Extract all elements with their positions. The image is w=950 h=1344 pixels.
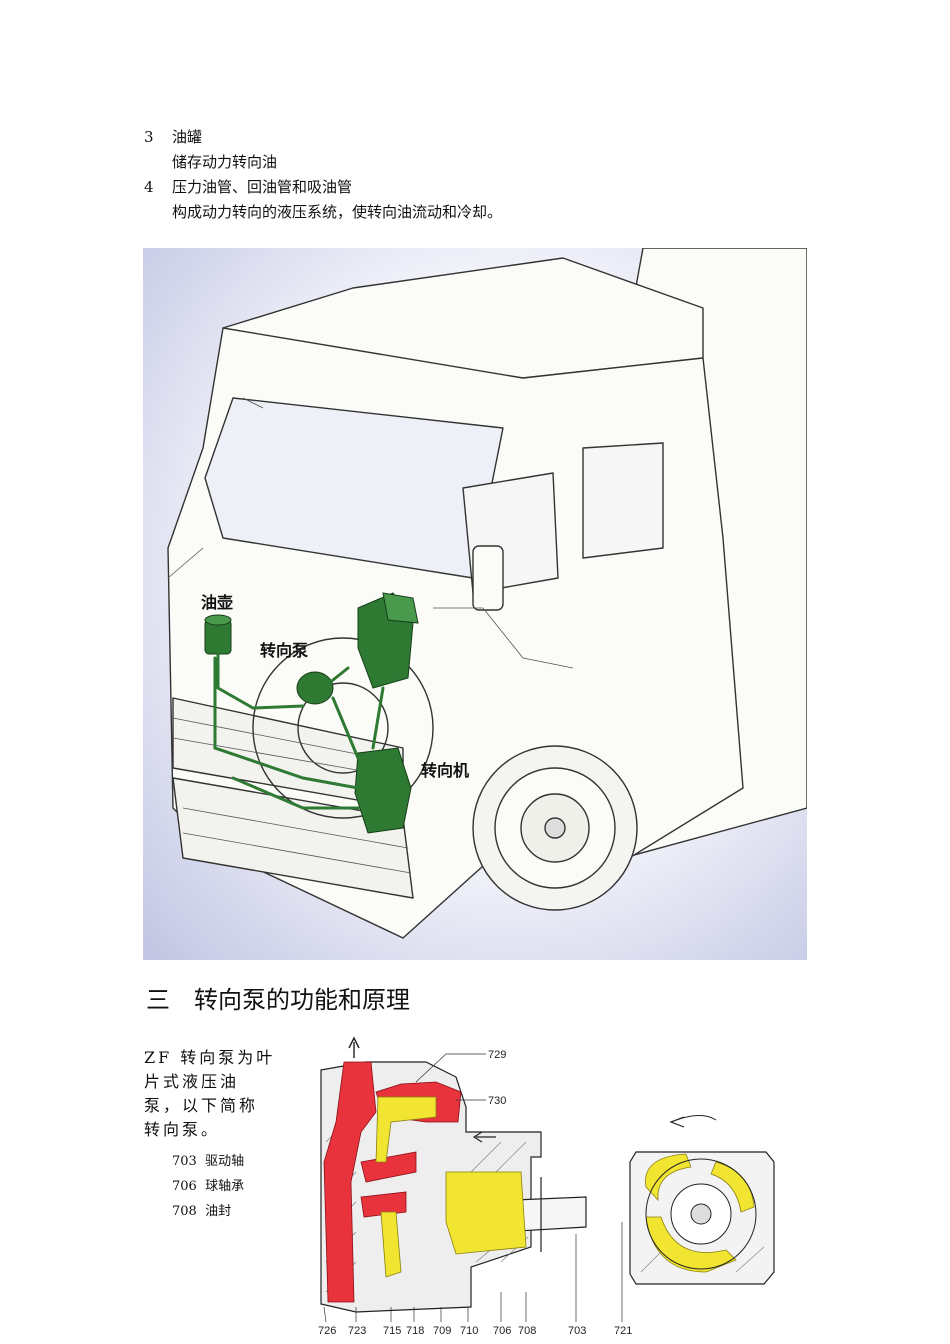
section-title: 三 转向泵的功能和原理 bbox=[146, 986, 410, 1014]
label-pump: 转向泵 bbox=[260, 641, 308, 660]
part-item: 708 油封 bbox=[172, 1204, 232, 1219]
callout-721: 721 bbox=[614, 1325, 632, 1337]
callout-710: 710 bbox=[460, 1325, 478, 1337]
part-item: 706 球轴承 bbox=[172, 1179, 245, 1194]
list-desc-4: 构成动力转向的液压系统，使转向油流动和冷却。 bbox=[172, 203, 503, 221]
callout-723: 723 bbox=[348, 1325, 366, 1337]
callout-715: 715 bbox=[383, 1325, 401, 1337]
callout-730: 730 bbox=[488, 1095, 506, 1107]
callout-706: 706 bbox=[493, 1325, 511, 1337]
callout-718: 718 bbox=[406, 1325, 424, 1337]
truck-steering-illustration: 油壶 转向泵 转向机 bbox=[143, 248, 807, 960]
callout-708: 708 bbox=[518, 1325, 536, 1337]
label-steering-gear: 转向机 bbox=[421, 761, 469, 780]
list-title-4: 压力油管、回油管和吸油管 bbox=[172, 178, 353, 196]
part-item: 703 驱动轴 bbox=[172, 1154, 245, 1169]
callout-703: 703 bbox=[568, 1325, 586, 1337]
list-number-4: 4 bbox=[144, 178, 154, 196]
list-number-3: 3 bbox=[144, 128, 154, 146]
callout-729: 729 bbox=[488, 1049, 506, 1061]
list-desc-3: 储存动力转向油 bbox=[172, 153, 278, 171]
callout-726: 726 bbox=[318, 1325, 336, 1337]
callout-709: 709 bbox=[433, 1325, 451, 1337]
list-title-3: 油罐 bbox=[172, 128, 203, 146]
label-reservoir: 油壶 bbox=[201, 593, 233, 612]
intro-paragraph: ZF 转向泵为叶片式液压油泵，以下简称转向泵。 bbox=[144, 1048, 276, 1139]
pump-cross-section-diagram: 729 730 726 723 715 718 709 710 706 708 … bbox=[318, 1036, 775, 1337]
